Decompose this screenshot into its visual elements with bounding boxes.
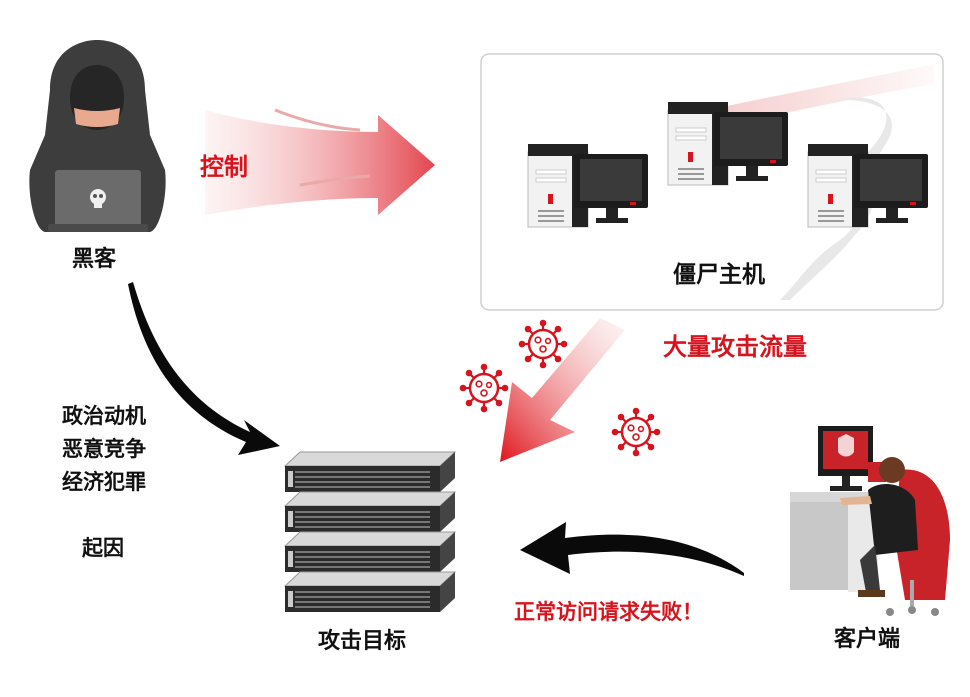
- client-user-icon: [790, 426, 950, 616]
- attack-traffic-label: 大量攻击流量: [663, 333, 807, 361]
- cause-item: 经济犯罪: [62, 470, 146, 494]
- attack-traffic-arrow: [500, 318, 625, 462]
- causes-heading: 起因: [82, 536, 124, 560]
- virus-icon: [518, 319, 568, 369]
- cause-item: 政治动机: [62, 404, 146, 428]
- virus-icon: [459, 363, 509, 413]
- control-arrow-streak: [299, 174, 371, 187]
- server-rack-icon: [284, 451, 456, 613]
- request-failed-label: 正常访问请求失败！: [514, 600, 703, 624]
- client-to-target-arrow: [520, 522, 744, 576]
- client-label: 客户端: [834, 627, 901, 652]
- control-label: 控制: [200, 153, 248, 181]
- control-arrow-streak: [274, 108, 361, 132]
- hacker-to-target-arrow: [128, 282, 280, 455]
- control-arrow: [205, 110, 435, 215]
- target-label: 攻击目标: [318, 629, 407, 654]
- virus-icon: [611, 407, 661, 457]
- causes-list: 政治动机 恶意竞争 经济犯罪 起因: [62, 400, 192, 565]
- zombie-hosts-label: 僵尸主机: [673, 262, 765, 288]
- hacker-icon: [29, 40, 166, 232]
- hacker-label: 黑客: [72, 247, 117, 272]
- cause-item: 恶意竞争: [62, 437, 146, 461]
